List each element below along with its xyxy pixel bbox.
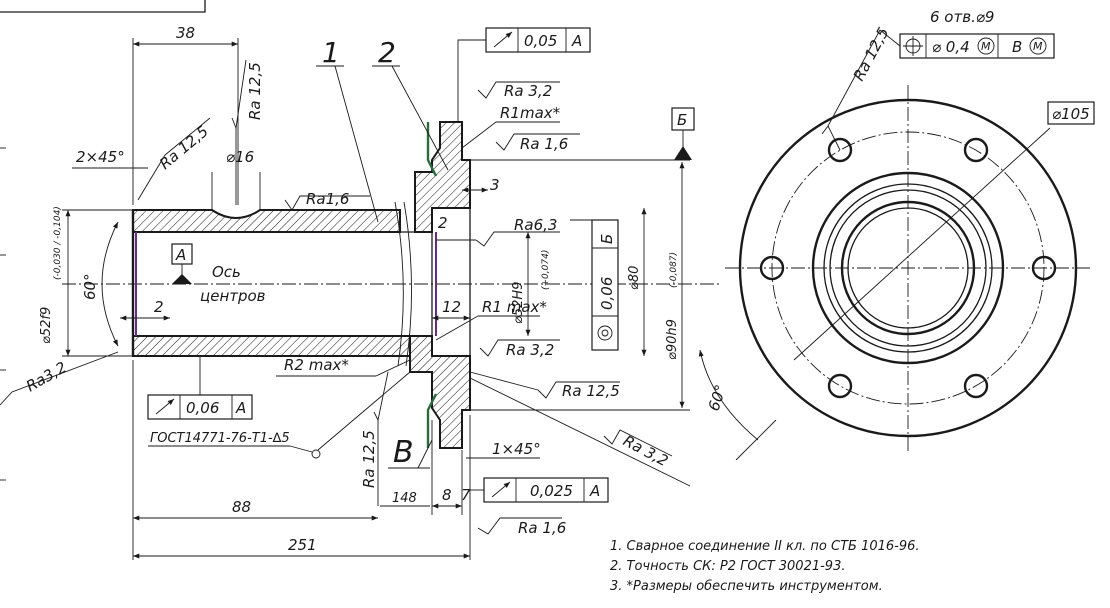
rough-mid-ra125: Ra 12,5 (562, 382, 620, 400)
dim-phi90h9: ⌀90h9 (665, 319, 680, 360)
view-b-label: Б (677, 111, 687, 129)
dim-angle-60-left: 60° (81, 273, 99, 300)
dim-7: 7 (461, 486, 471, 504)
rough-shaft-ra16: Ra1,6 (306, 190, 349, 208)
dim-2-mid: 2 (438, 214, 448, 232)
dim-phi105: ⌀105 (1052, 105, 1090, 123)
weld-seam-lower (426, 393, 438, 448)
dim-phi16: ⌀16 (226, 148, 254, 166)
section-dimensions: 38 2×45° Ra 12,5 Ra 12,5 ⌀16 Ra1,6 1 2 6… (0, 24, 695, 560)
tol-concentric-value: 0,06 (598, 277, 616, 310)
tol-runout-left (147, 394, 253, 420)
dim-chamfer-1x45: 1×45° (492, 440, 541, 458)
rough-left-ra32: Ra3,2 (23, 358, 70, 395)
tol-runout-bottom-value: 0,025 (530, 482, 573, 500)
tol-runout-bottom-datum: A (589, 482, 600, 500)
flange-outer-circle (738, 98, 1078, 438)
tol-position-datum-mod: M (1033, 40, 1043, 53)
dim-phi52H9: ⌀52H9 (511, 282, 526, 324)
flange-lower (409, 335, 471, 449)
dim-phi105-box (1047, 101, 1095, 125)
tol-runout-top (485, 27, 591, 53)
tube-upper-wall (132, 209, 401, 233)
note-1: 1. Сварное соединение II кл. по СТБ 1016… (610, 539, 920, 554)
dim-8: 8 (442, 486, 452, 504)
tol-runout-top-datum: A (571, 32, 582, 50)
tol-runout-bottom (483, 477, 609, 503)
bolt-holes (759, 137, 1057, 399)
notes: 1. Сварное соединение II кл. по СТБ 1016… (610, 539, 920, 594)
rough-bottom-ra125: Ra 12,5 (360, 430, 378, 488)
dim-phi80: ⌀80 (627, 266, 642, 290)
rough-mid-ra32: Ra 3,2 (506, 341, 554, 359)
datum-a-label: А (175, 246, 186, 264)
title-block-corner (0, 0, 206, 481)
dim-phi52f9-tol: (-0,030 / -0,104) (53, 206, 63, 280)
tol-concentric-datum: Б (598, 234, 616, 244)
dim-38: 38 (176, 24, 195, 42)
rough-holes-ra125: Ra 12,5 (850, 24, 893, 83)
rough-left-ra125: Ra 12,5 (156, 122, 212, 173)
dim-holes: 6 отв.⌀9 (930, 8, 994, 26)
tol-position (899, 33, 1055, 59)
dim-chamfer-2x45: 2×45° (76, 148, 125, 166)
weld-view-label: В (393, 435, 414, 470)
dim-3: 3 (490, 176, 500, 194)
rough-ra63: Ra6,3 (514, 216, 557, 234)
rough-mid-r1max: R1 max* (482, 298, 547, 316)
tol-concentric (591, 219, 619, 351)
tol-position-datum: B (1012, 38, 1022, 56)
bolt-circle (771, 131, 1045, 405)
weld-standard: ГОСТ14771-76-Т1-∆5 (150, 431, 290, 446)
rough-top-ra125: Ra 12,5 (246, 62, 264, 120)
tol-runout-left-datum: A (235, 399, 246, 417)
rough-bottom-ra16: Ra 1,6 (518, 519, 566, 537)
dim-angle-60-right: 60° (705, 382, 730, 413)
tol-runout-top-value: 0,05 (524, 32, 557, 50)
tol-position-value: ⌀ 0,4 (932, 38, 970, 56)
dim-2-left: 2 (154, 298, 164, 316)
tol-runout-left-value: 0,06 (186, 399, 219, 417)
dim-88: 88 (232, 498, 251, 516)
dim-phi52H9-tol: (+0,074) (541, 250, 551, 290)
part-label-1: 1 (322, 36, 340, 69)
dim-12: 12 (442, 298, 461, 316)
tube-lower-wall (132, 335, 411, 357)
tol-position-modifier: M (981, 40, 991, 53)
dim-251: 251 (288, 536, 317, 554)
rough-top-r1max: R1max* (500, 104, 561, 122)
rough-flange-ra16: Ra 1,6 (520, 135, 568, 153)
dim-phi52f9: ⌀52f9 (39, 307, 54, 344)
axis-label-2: центров (200, 287, 266, 305)
note-2: 2. Точность СК: Р2 ГОСТ 30021-93. (610, 559, 846, 574)
front-view: ⌀105 6 отв.⌀9 ⌀ 0,4 M B M Ra 12,5 60° (698, 8, 1095, 461)
rough-r2max: R2 max* (284, 356, 349, 374)
rough-top-ra32: Ra 3,2 (504, 82, 552, 100)
part-label-2: 2 (378, 36, 396, 69)
axis-label-1: Ось (212, 263, 241, 281)
note-3: 3. *Размеры обеспечить инструментом. (610, 579, 883, 594)
dim-phi90h9-tol: (-0,087) (669, 252, 679, 288)
weld-seam-upper (426, 122, 438, 177)
dim-148: 148 (392, 491, 417, 506)
